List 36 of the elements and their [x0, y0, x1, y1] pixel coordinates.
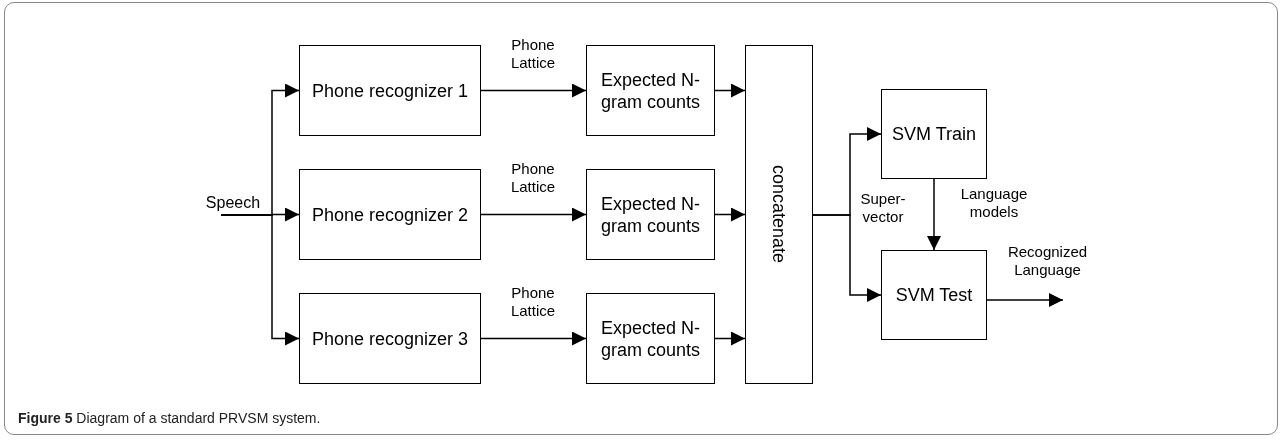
- box-label: SVM Train: [892, 123, 976, 145]
- edge-label: Phone Lattice: [509, 160, 557, 196]
- edge-label: Language models: [959, 185, 1029, 221]
- box-label: Expected N-gram counts: [599, 316, 701, 361]
- process-box: [586, 169, 715, 260]
- process-box: [299, 169, 481, 260]
- box-label: Expected N-gram counts: [599, 192, 701, 237]
- arrow: [480, 83, 587, 98]
- process-box: [586, 293, 715, 384]
- process-box: [299, 45, 481, 136]
- arrow: [812, 214, 882, 302]
- edge-label: Phone Lattice: [509, 36, 557, 72]
- edge-label: Super-vector: [859, 190, 907, 226]
- arrow: [480, 207, 587, 222]
- input-label-text: Speech: [205, 192, 261, 213]
- box-label: concatenate: [768, 165, 790, 264]
- process-box: [299, 293, 481, 384]
- arrow: [986, 293, 1064, 307]
- edge-label: Recognized Language: [1006, 243, 1089, 279]
- box-label: SVM Test: [895, 284, 973, 306]
- arrow: [714, 83, 746, 98]
- process-box: [586, 45, 715, 136]
- figure-caption: Figure 5 Diagram of a standard PRVSM system.: [18, 410, 321, 426]
- arrow: [714, 331, 746, 346]
- process-box: [745, 45, 813, 384]
- box-label: Expected N-gram counts: [599, 68, 701, 113]
- edge-label: Phone Lattice: [509, 284, 557, 320]
- arrow: [714, 207, 746, 222]
- box-label: Phone recognizer 2: [311, 203, 469, 226]
- arrow: [480, 331, 587, 346]
- arrow: [220, 214, 300, 346]
- arrow: [927, 178, 941, 251]
- process-box: [881, 250, 987, 340]
- box-label: Phone recognizer 3: [311, 327, 469, 350]
- process-box: [881, 89, 987, 179]
- box-label: Phone recognizer 1: [311, 79, 469, 102]
